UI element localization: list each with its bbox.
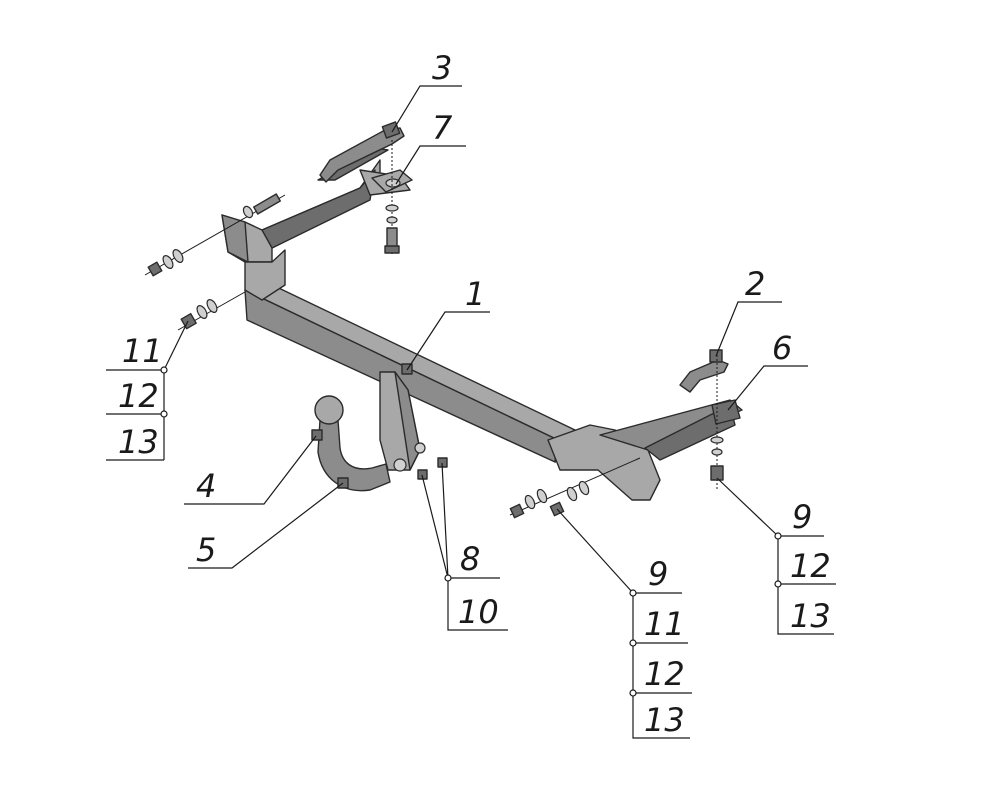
callout-midright-9: 9: [648, 555, 668, 593]
bolt-set-left-upper: [144, 193, 286, 277]
left-beam-end-plate: [244, 249, 286, 301]
clamp-part-2: [679, 349, 729, 393]
callout-6-label: 6: [772, 329, 792, 367]
callout-3: 3: [391, 49, 462, 133]
callout-left-11: 11: [122, 332, 163, 370]
callout-7-label: 7: [432, 109, 453, 147]
callout-stack-mid-right: 9 11 12 13: [556, 508, 692, 739]
callout-2-label: 2: [745, 265, 765, 303]
callout-center-8: 8: [460, 540, 480, 578]
plate-part-6: [711, 399, 741, 425]
callout-stack-left: 11 12 13: [106, 320, 189, 461]
left-mounting-bracket: [221, 147, 411, 263]
callout-stack-far-right: 9 12 13: [716, 477, 836, 635]
ball-mount-plate: [379, 371, 426, 472]
callout-midright-11: 11: [644, 605, 685, 643]
main-cross-beam-part-1: [244, 279, 576, 463]
tow-ball-neck-part-4: [311, 395, 391, 492]
callout-1: 1: [406, 275, 490, 371]
callout-3-label: 3: [432, 49, 452, 87]
callout-4-label: 4: [196, 467, 216, 505]
callout-5-label: 5: [196, 531, 216, 569]
callout-7: 7: [395, 109, 466, 185]
callout-4: 4: [184, 435, 317, 505]
callout-6: 6: [727, 329, 808, 411]
callout-midright-13: 13: [644, 701, 685, 739]
callout-stack-center: 8 10: [421, 462, 508, 631]
callout-farright-13: 13: [790, 597, 831, 635]
clamp-part-3: [319, 121, 405, 183]
callout-5: 5: [188, 482, 344, 569]
bolt-vertical-left: [384, 140, 400, 255]
callout-midright-12: 12: [644, 655, 685, 693]
callout-left-12: 12: [118, 377, 159, 415]
callout-left-13: 13: [118, 423, 159, 461]
callout-farright-12: 12: [790, 547, 831, 585]
callout-1-label: 1: [465, 275, 485, 313]
right-mounting-bracket: [547, 399, 743, 501]
bolt-set-left-lower: [177, 287, 253, 331]
callout-center-10: 10: [458, 593, 499, 631]
bolt-vertical-right: [710, 355, 724, 490]
callout-2: 2: [715, 265, 782, 357]
callout-farright-9: 9: [792, 498, 812, 536]
bolt-set-right: [509, 457, 641, 519]
